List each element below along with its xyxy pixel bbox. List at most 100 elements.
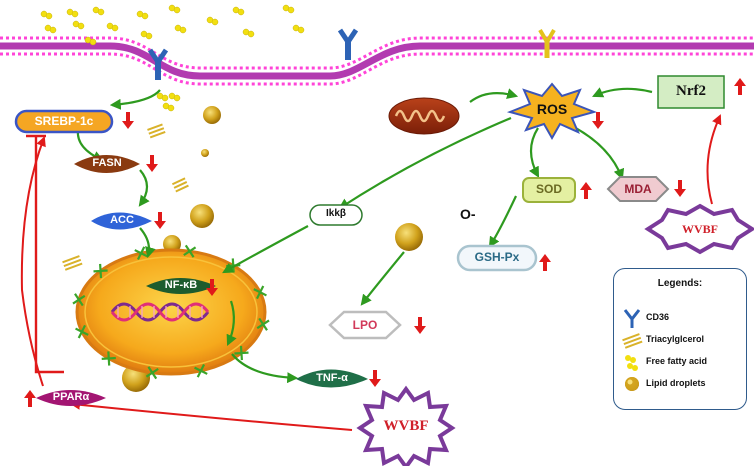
free-fatty-acid-icon xyxy=(162,102,175,112)
free-fatty-acid-icon xyxy=(140,30,153,40)
legend-label: Triacylglcerol xyxy=(646,334,705,344)
free-fatty-acid-icon xyxy=(84,36,97,46)
triacylglycerol-icon xyxy=(62,255,83,271)
free-fatty-acid-icon xyxy=(136,10,149,20)
free-fatty-acid-icon xyxy=(168,92,181,102)
free-fatty-acid-cluster xyxy=(40,4,305,112)
cd36-receptor-icon xyxy=(337,28,359,60)
srebp-inhibition-bar xyxy=(26,134,64,374)
lpo-node xyxy=(328,310,402,340)
o-minus-label: O- xyxy=(460,206,476,222)
mda-label: MDA xyxy=(624,182,652,196)
triacylglycerol-icon xyxy=(171,177,189,193)
ppara-label: PPARα xyxy=(52,391,90,403)
down-arrow-icon xyxy=(122,112,134,129)
mitochondrion xyxy=(388,97,460,135)
free-fatty-acid-icon xyxy=(44,24,57,34)
down-arrow-icon xyxy=(369,370,381,387)
free-fatty-acid-icon xyxy=(242,28,255,38)
free-fatty-acid-icon xyxy=(206,16,219,26)
legend-item: Triacylglcerol xyxy=(620,329,744,351)
ppara-node xyxy=(36,390,106,406)
tnfa-label: TNF-α xyxy=(316,372,348,384)
cd36-receptor-icon xyxy=(147,48,169,80)
cd36-receptor-icon xyxy=(538,28,556,58)
triacylglycerol-icon xyxy=(622,333,643,349)
legend-label: Free fatty acid xyxy=(646,356,708,366)
free-fatty-acid-icon xyxy=(66,8,79,18)
lipid-droplet xyxy=(203,106,221,124)
triacylglycerol-icon xyxy=(147,123,166,139)
legend-item: Free fatty acid xyxy=(620,351,744,373)
free-fatty-acid-icon xyxy=(174,24,187,34)
nfkb-label: NF-κB xyxy=(164,279,198,291)
free-fatty-acid-icon xyxy=(40,10,53,20)
nrf2-label: Nrf2 xyxy=(676,83,706,99)
ikkb-node xyxy=(309,204,363,226)
nucleus xyxy=(75,248,267,376)
nuclear-pore-icon xyxy=(256,317,270,331)
mda-node xyxy=(606,176,670,202)
nfkb-node xyxy=(146,278,216,294)
red-arrows xyxy=(20,114,722,431)
gshpx-node xyxy=(456,244,538,272)
sod-node xyxy=(522,177,576,203)
nuclear-pore-icon xyxy=(183,244,197,258)
tnfa-node xyxy=(296,369,368,388)
lipid-droplet-icon xyxy=(625,377,639,391)
acc-node xyxy=(91,212,152,230)
lipid-droplet xyxy=(201,149,209,157)
fasn-label: FASN xyxy=(92,157,122,169)
up-arrow-icon xyxy=(24,390,36,407)
free-fatty-acid-icon xyxy=(106,22,119,32)
down-arrow-icon xyxy=(414,317,426,334)
free-fatty-acid-icon xyxy=(156,92,169,102)
nuclear-pore-icon xyxy=(253,285,267,300)
cd36-receptor-icon xyxy=(623,309,641,328)
up-arrow-icon xyxy=(539,254,551,271)
down-arrow-icon xyxy=(674,180,686,197)
legend-label: Lipid droplets xyxy=(646,378,706,388)
legend-panel: Legends: CD36 Triacylglcerol Free fatty … xyxy=(613,268,747,410)
wvbf-bottom-label: WVBF xyxy=(383,418,429,434)
free-fatty-acid-icon xyxy=(72,20,85,30)
free-fatty-acid-icon xyxy=(625,355,638,371)
legend-item: CD36 xyxy=(620,307,744,329)
down-arrow-icon xyxy=(592,112,604,129)
lpo-label: LPO xyxy=(352,318,378,332)
legend-title: Legends: xyxy=(657,278,703,289)
nuclear-pore-icon xyxy=(93,263,108,279)
fasn-node xyxy=(74,155,140,173)
nuclear-pore-icon xyxy=(234,345,249,361)
gshpx-label: GSH-Px xyxy=(474,250,520,264)
sod-label: SOD xyxy=(535,182,562,196)
nuclear-pore-icon xyxy=(194,363,208,378)
nuclear-pore-icon xyxy=(75,324,89,339)
nrf2-node xyxy=(657,75,725,109)
change-indicators xyxy=(24,78,746,407)
nuclear-pore-icon xyxy=(72,293,86,307)
dna-helix-icon xyxy=(110,302,210,322)
green-arrows xyxy=(76,87,653,384)
free-fatty-acid-icon xyxy=(282,4,295,14)
ikkb-label: Ikkβ xyxy=(325,208,346,219)
legend-label: CD36 xyxy=(646,312,670,322)
acc-label: ACC xyxy=(110,214,134,226)
legend-item: Lipid droplets xyxy=(620,373,744,395)
down-arrow-icon xyxy=(206,279,218,296)
down-arrow-icon xyxy=(146,155,158,172)
free-fatty-acid-icon xyxy=(232,6,245,16)
free-fatty-acid-icon xyxy=(168,4,181,14)
down-arrow-icon xyxy=(154,212,166,229)
wvbf-right-node xyxy=(644,203,754,255)
srebp1c-label: SREBP-1c xyxy=(34,114,94,128)
lipid-droplet xyxy=(163,235,181,253)
cell-membrane xyxy=(0,36,754,86)
free-fatty-acid-icon xyxy=(92,6,105,16)
wvbf-bottom-node xyxy=(356,385,456,466)
free-fatty-acid-icon xyxy=(292,24,305,34)
up-arrow-icon xyxy=(734,78,746,95)
lipid-droplet xyxy=(395,223,423,251)
srebp1c-node xyxy=(14,109,114,134)
wvbf-right-label: WVBF xyxy=(682,222,718,236)
